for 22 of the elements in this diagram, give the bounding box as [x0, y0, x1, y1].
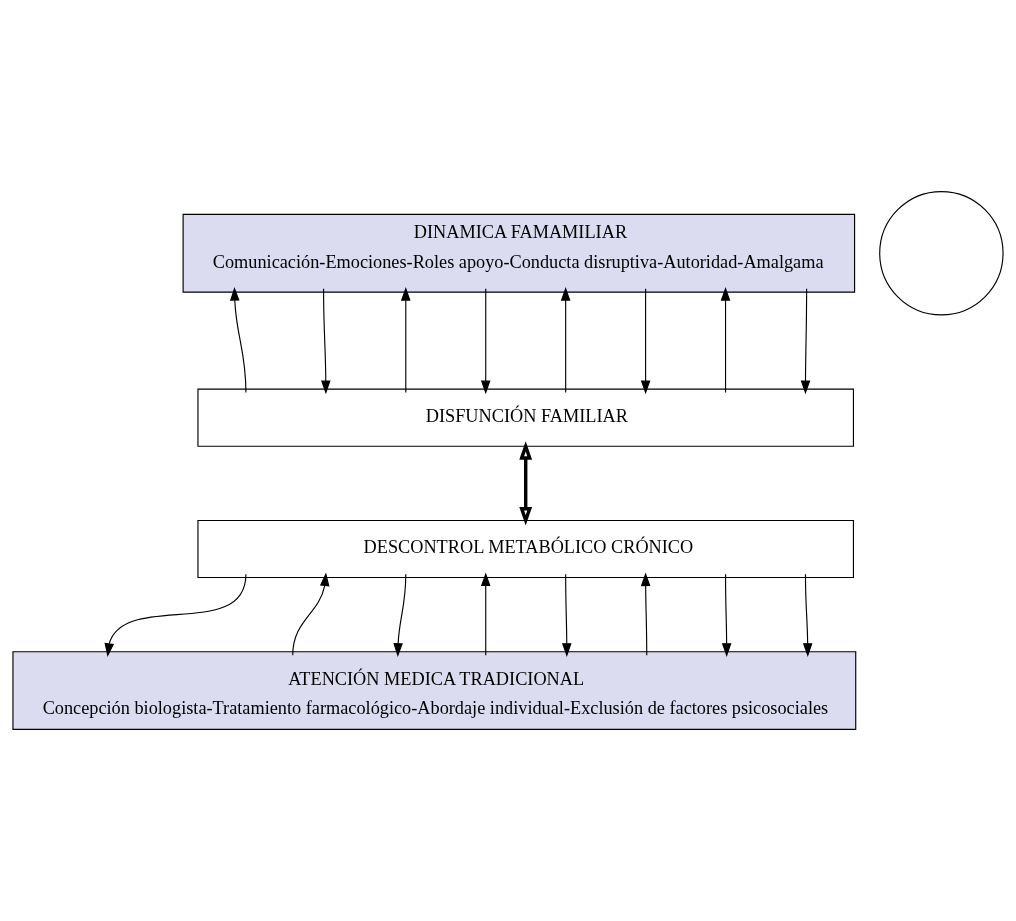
arrow	[321, 288, 331, 395]
node-box: DINAMICA FAMAMILIAR Comunicación-Emociones-Roles apoyo-Conducta disruptiva-Autoridad-Amalgama	[182, 213, 856, 293]
arrow	[229, 286, 247, 394]
arrow	[800, 288, 811, 395]
arrow	[519, 441, 533, 526]
arrow	[560, 286, 571, 394]
node-box: DISFUNCIÓN FAMILIAR	[197, 388, 854, 447]
arrow	[640, 572, 651, 656]
arrow	[640, 288, 651, 395]
arrow	[401, 286, 411, 394]
node-box: DESCONTROL METABÓLICO CRÓNICO	[197, 519, 854, 579]
arrow	[721, 573, 732, 657]
arrow	[802, 573, 813, 657]
arrow	[104, 573, 247, 657]
arrow	[561, 573, 572, 657]
arrow	[480, 288, 491, 395]
arrow	[720, 286, 731, 394]
arrow	[292, 572, 330, 656]
arrow	[480, 572, 491, 656]
node-box: ATENCIÓN MEDICA TRADICIONAL Concepción biologista-Tratamiento farmacológico-Abordaje individual-Exclusión de factores psicosociales	[12, 651, 857, 730]
arrow	[393, 573, 407, 657]
node-circle	[879, 191, 1004, 316]
